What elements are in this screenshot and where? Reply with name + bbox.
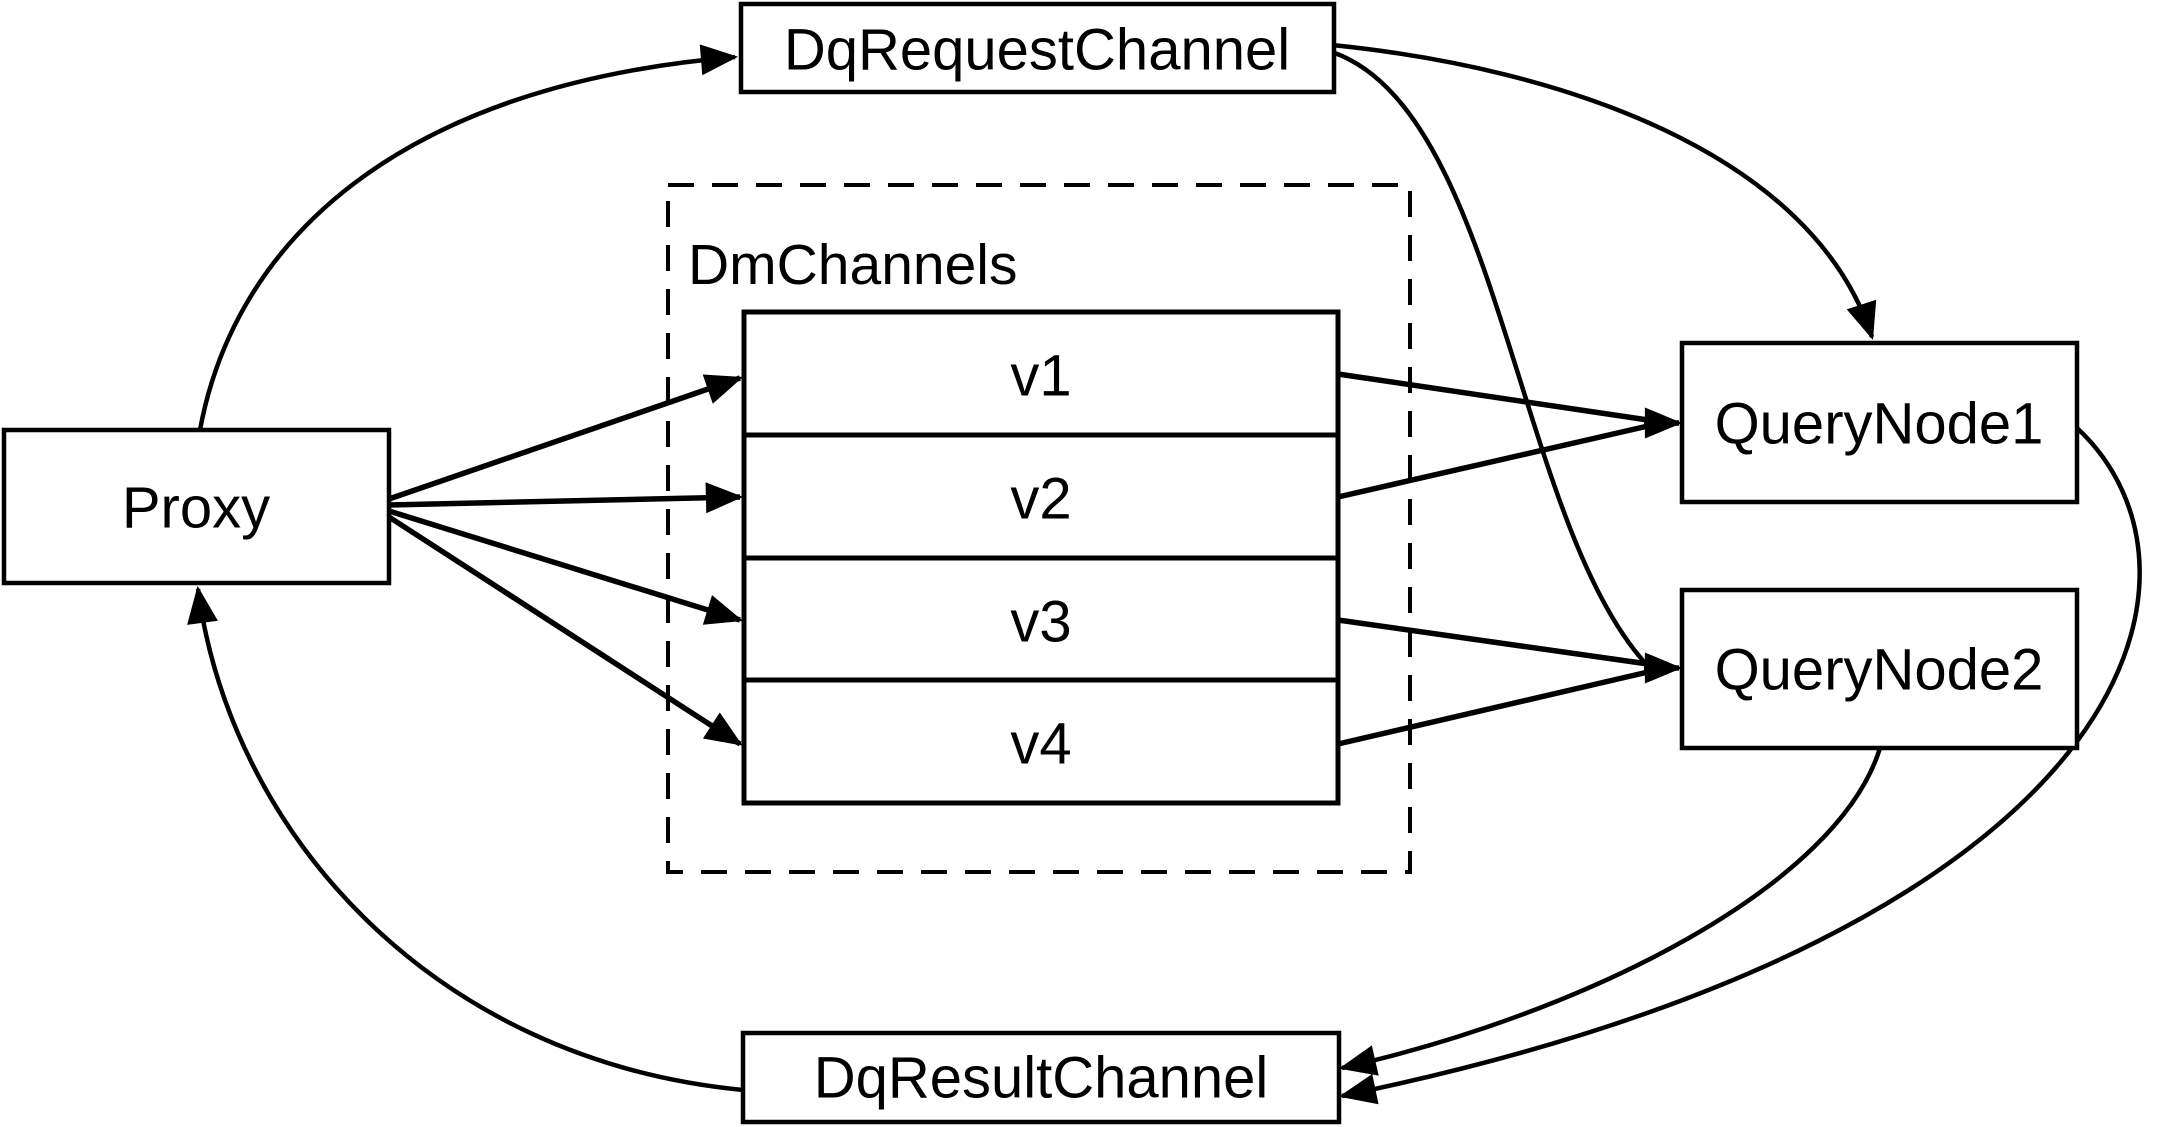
dq-request-channel-box	[738, 1, 1337, 95]
query-node-1-label: QueryNode1	[1715, 392, 2044, 457]
dq-result-channel-label: DqResultChannel	[814, 1046, 1269, 1111]
dm-channels-group-boundary	[666, 183, 1412, 874]
edge-proxy-to-v4	[387, 514, 743, 747]
edge-proxy-to-dqrequestchannel	[197, 44, 739, 431]
edge-v4-to-querynode2	[1337, 669, 1649, 747]
edge-dqrequestchannel-to-querynode1	[1331, 42, 1877, 340]
edge-querynode1-to-dqresultchannel	[1338, 426, 2142, 1105]
channel-row-v2-label: v2	[1010, 467, 1071, 532]
dq-request-channel-label: DqRequestChannel	[784, 18, 1290, 83]
edge-dqresultchannel-to-proxy	[187, 585, 744, 1093]
edge-v3-to-querynode2	[1337, 617, 1649, 667]
proxy-node-label: Proxy	[122, 476, 270, 541]
dm-channels-group-label: DmChannels	[688, 233, 1017, 297]
query-node-1-box	[1679, 340, 2080, 505]
edge-proxy-to-v1	[388, 374, 743, 502]
edge-querynode2-to-dqresultchannel	[1338, 747, 1883, 1076]
edge-proxy-to-v3	[388, 508, 743, 625]
edge-v1-to-querynode1	[1337, 371, 1649, 423]
query-node-2-label: QueryNode2	[1715, 638, 2044, 703]
channel-row-v1-label: v1	[1010, 344, 1071, 409]
edge-proxy-to-v2	[388, 482, 744, 514]
proxy-node-box	[1, 427, 392, 586]
edge-dqrequestchannel-to-querynode2	[1331, 49, 1648, 666]
dq-result-channel-box	[740, 1030, 1342, 1125]
edge-v2-to-querynode1	[1337, 423, 1649, 500]
channel-row-v4-label: v4	[1010, 712, 1071, 777]
query-node-2-box	[1679, 587, 2080, 751]
channel-row-v3-label: v3	[1010, 590, 1071, 655]
